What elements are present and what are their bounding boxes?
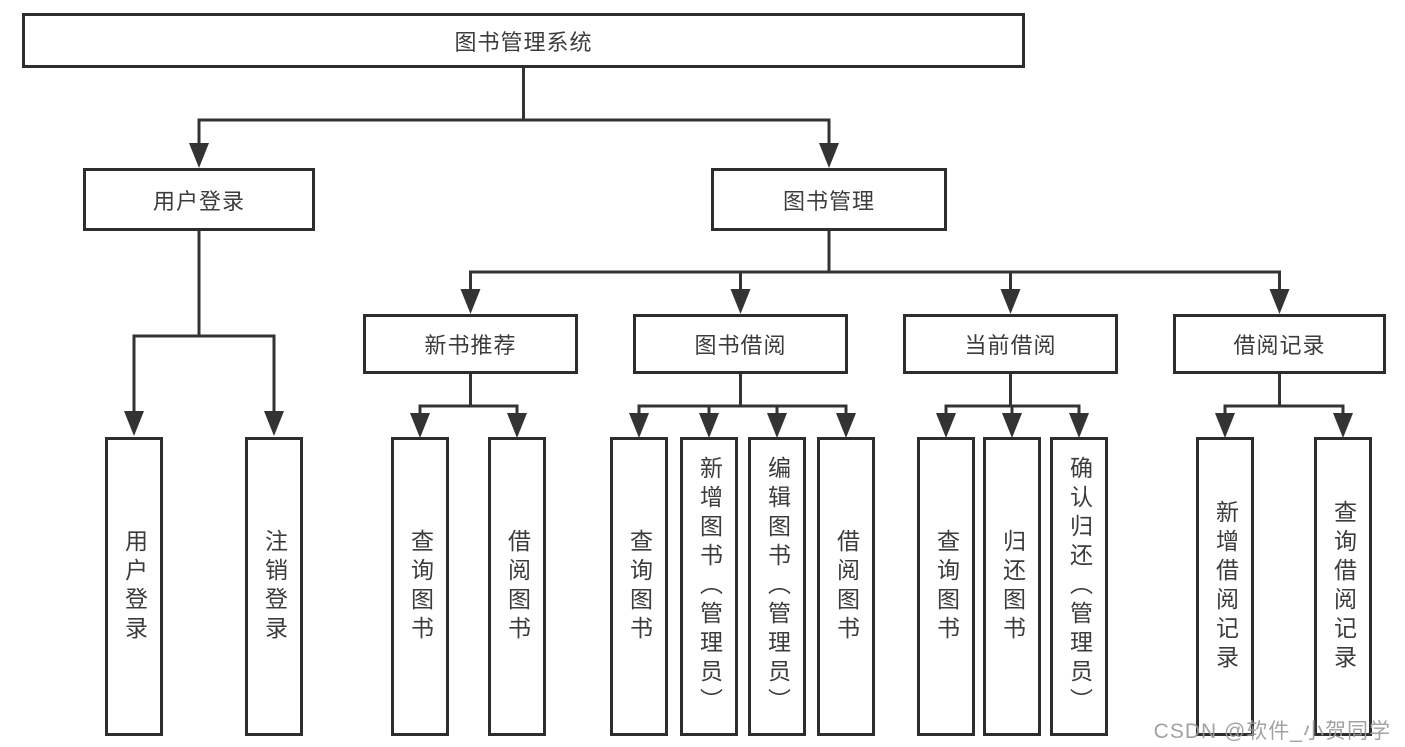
leaf-label: 查询图书 — [407, 528, 434, 645]
node-current-borrowing: 当前借阅 — [903, 314, 1118, 374]
leaf-label: 查询图书 — [933, 528, 960, 645]
csdn-watermark: CSDN @软件_小贺同学 — [1153, 720, 1391, 743]
leaf-borrow-books-recommend: 借阅图书 — [488, 437, 546, 736]
node-label: 借阅记录 — [1233, 333, 1326, 358]
node-label: 图书借阅 — [694, 333, 787, 358]
node-label: 图书管理系统 — [454, 29, 593, 55]
leaf-label: 注销登录 — [261, 528, 288, 645]
node-new-book-recommendation: 新书推荐 — [363, 314, 578, 374]
leaf-return-books: 归还图书 — [983, 437, 1041, 736]
leaf-label: 新增借阅记录 — [1212, 499, 1239, 674]
leaf-edit-book-admin: 编辑图书（管理员） — [748, 437, 806, 736]
leaf-label: 确认归还（管理员） — [1066, 456, 1093, 717]
node-library-management-system: 图书管理系统 — [22, 13, 1025, 68]
leaf-label: 借阅图书 — [504, 528, 531, 645]
node-user-login: 用户登录 — [83, 168, 315, 231]
leaf-add-borrow-record: 新增借阅记录 — [1196, 437, 1254, 736]
node-book-borrowing: 图书借阅 — [633, 314, 848, 374]
node-borrowing-records: 借阅记录 — [1173, 314, 1386, 374]
leaf-label: 借阅图书 — [833, 528, 860, 645]
leaf-user-login: 用户登录 — [105, 437, 163, 736]
leaf-label: 归还图书 — [999, 528, 1026, 645]
leaf-label: 用户登录 — [121, 528, 148, 645]
leaf-label: 查询图书 — [626, 528, 653, 645]
leaf-query-books-borrowing: 查询图书 — [610, 437, 668, 736]
leaf-add-book-admin: 新增图书（管理员） — [680, 437, 738, 736]
node-book-management: 图书管理 — [711, 168, 947, 231]
leaf-borrow-books: 借阅图书 — [817, 437, 875, 736]
arrowhead-icons — [124, 143, 1353, 438]
node-label: 图书管理 — [782, 188, 875, 214]
leaf-label: 编辑图书（管理员） — [764, 456, 791, 717]
leaf-confirm-return-admin: 确认归还（管理员） — [1050, 437, 1108, 736]
leaf-query-books-current: 查询图书 — [917, 437, 975, 736]
leaf-logout: 注销登录 — [245, 437, 303, 736]
node-label: 新书推荐 — [424, 333, 517, 358]
node-label: 当前借阅 — [964, 333, 1057, 358]
leaf-label: 查询借阅记录 — [1330, 499, 1357, 674]
leaf-label: 新增图书（管理员） — [696, 456, 723, 717]
leaf-query-books-recommend: 查询图书 — [391, 437, 449, 736]
leaf-query-borrow-record: 查询借阅记录 — [1314, 437, 1372, 736]
node-label: 用户登录 — [152, 188, 245, 214]
